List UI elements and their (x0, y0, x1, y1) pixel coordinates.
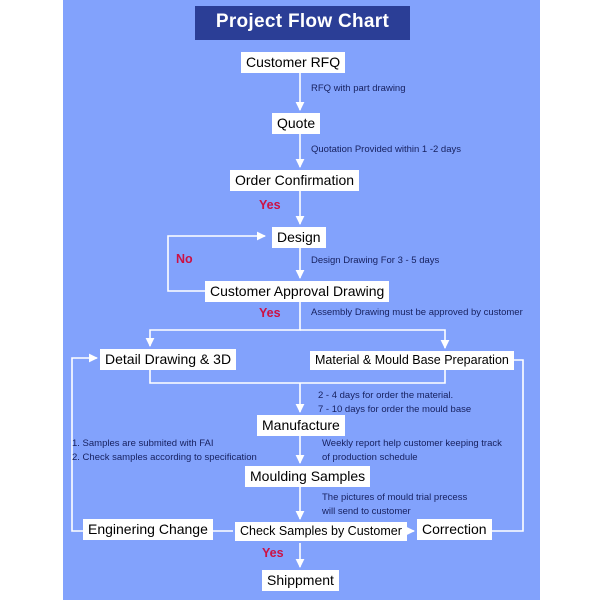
note-design-drawing-days: Design Drawing For 3 - 5 days (311, 255, 440, 266)
node-quote[interactable]: Quote (272, 113, 321, 135)
node-correction[interactable]: Correction (417, 519, 492, 541)
node-manufacture[interactable]: Manufacture (257, 415, 345, 437)
node-customer-rfq[interactable]: Customer RFQ (241, 52, 346, 74)
label-yes-customer-approval: Yes (259, 306, 281, 320)
node-design[interactable]: Design (272, 227, 326, 249)
node-shippment[interactable]: Shippment (262, 570, 339, 592)
note-mould-trial-line1: The pictures of mould trial precess (322, 492, 468, 503)
node-customer-approval-drawing[interactable]: Customer Approval Drawing (205, 281, 390, 303)
node-detail-drawing-3d[interactable]: Detail Drawing & 3D (100, 349, 237, 371)
node-material-mould-base-preparation[interactable]: Material & Mould Base Preparation (310, 351, 514, 371)
note-samples-line1: 1. Samples are submited with FAI (72, 438, 214, 449)
note-weekly-report-line1: Weekly report help customer keeping trac… (322, 438, 502, 449)
note-mould-trial-line2: will send to customer (322, 506, 411, 517)
page-title: Project Flow Chart (195, 6, 410, 40)
node-order-confirmation[interactable]: Order Confirmation (230, 170, 360, 192)
note-assembly-drawing-approved: Assembly Drawing must be approved by cus… (311, 307, 523, 318)
note-material-days-line1: 2 - 4 days for order the material. (318, 390, 454, 401)
note-quotation-provided: Quotation Provided within 1 -2 days (311, 144, 461, 155)
label-no-customer-approval: No (176, 252, 193, 266)
node-check-samples-by-customer[interactable]: Check Samples by Customer (235, 522, 407, 542)
label-yes-check-samples: Yes (262, 546, 284, 560)
label-yes-order-confirmation: Yes (259, 198, 281, 212)
node-moulding-samples[interactable]: Moulding Samples (245, 466, 371, 488)
note-weekly-report-line2: of production schedule (322, 452, 418, 463)
note-rfq-with-part-drawing: RFQ with part drawing (311, 83, 406, 94)
node-enginering-change[interactable]: Enginering Change (83, 519, 213, 541)
note-material-days-line2: 7 - 10 days for order the mould base (318, 404, 472, 415)
note-samples-line2: 2. Check samples according to specificat… (72, 452, 257, 463)
